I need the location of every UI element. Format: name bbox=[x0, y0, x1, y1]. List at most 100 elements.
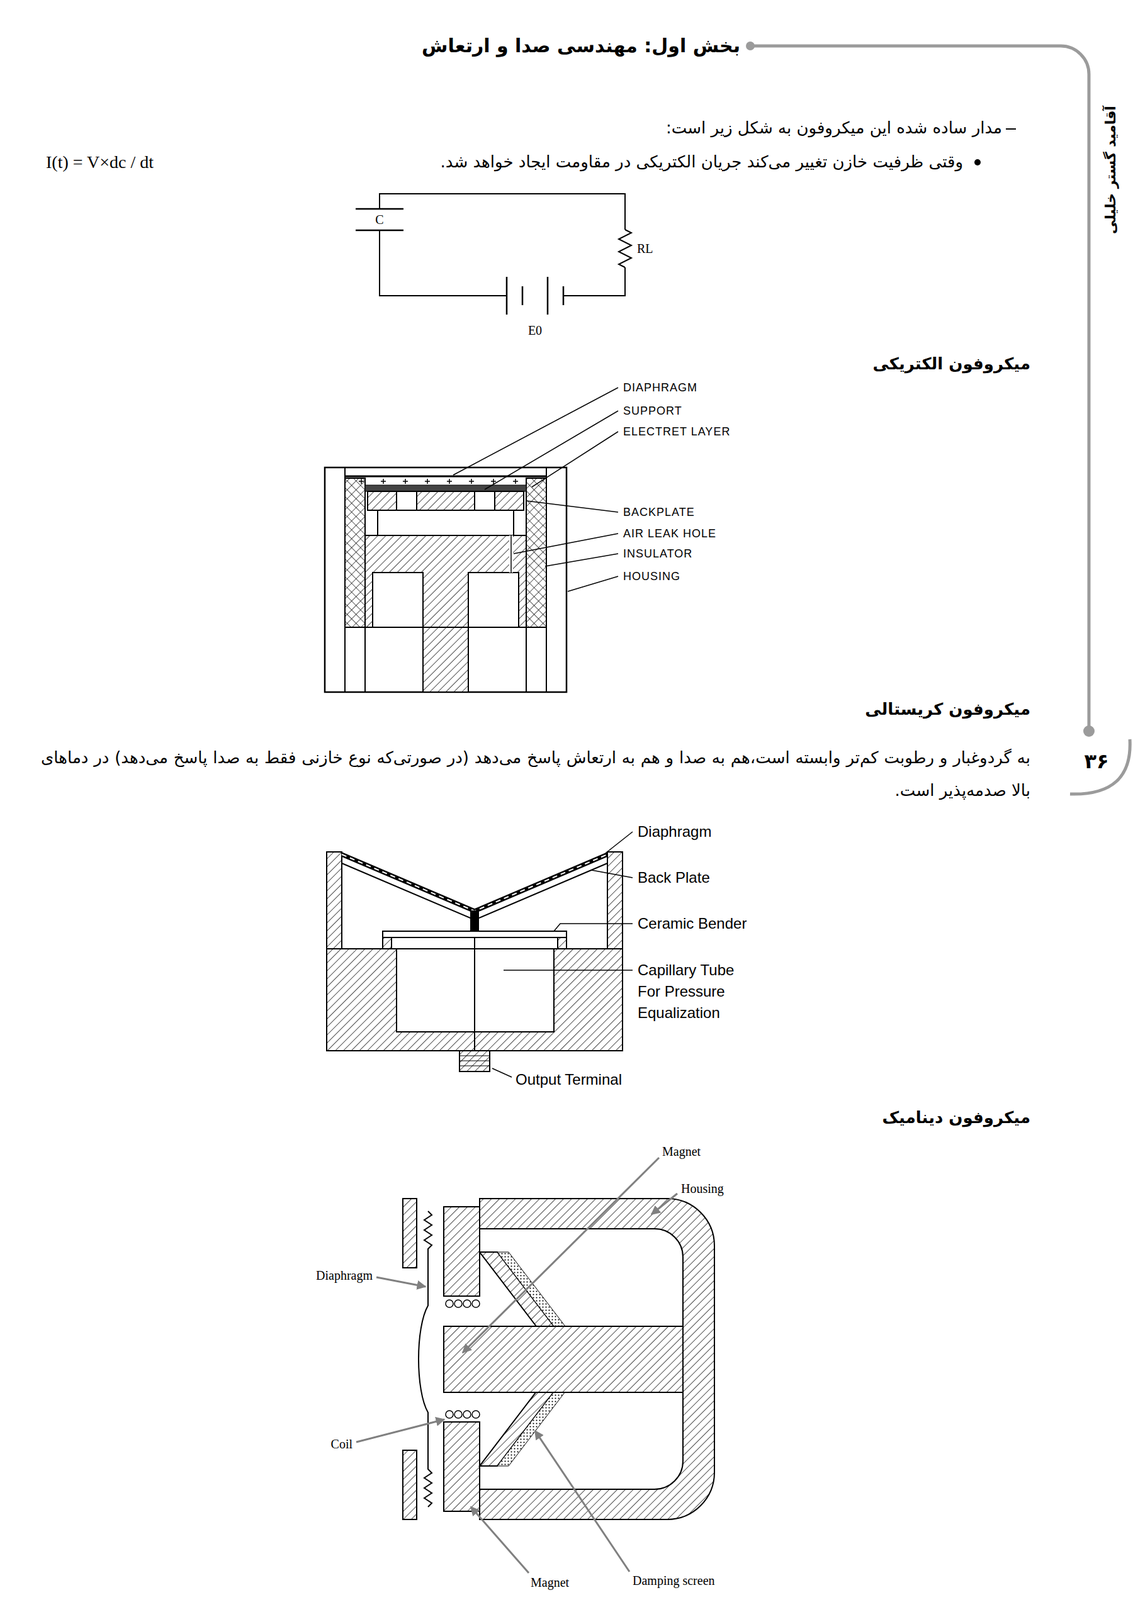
callout-arrow bbox=[376, 1277, 426, 1288]
electret-microphone bbox=[468, 572, 519, 628]
part-label: Coil bbox=[331, 1437, 353, 1453]
part-label: Diaphragm bbox=[315, 1268, 373, 1285]
part-label: Back Plate bbox=[637, 868, 711, 888]
capacitor-symbol bbox=[355, 208, 404, 211]
dynamic-microphone bbox=[402, 1199, 715, 1521]
header-rule bbox=[1070, 739, 1130, 795]
list-item: وقتی ظرفیت خازن تغییر می‌کند جریان الکتر… bbox=[440, 151, 964, 173]
electret-microphone bbox=[377, 510, 514, 536]
leader-line bbox=[591, 870, 633, 879]
crystal-microphone bbox=[341, 854, 608, 912]
dynamic-microphone bbox=[497, 1252, 566, 1327]
leader-line bbox=[484, 411, 619, 490]
part-label: ELECTRET LAYER bbox=[623, 424, 731, 440]
electret-microphone bbox=[474, 491, 495, 511]
body-paragraph: به گردوغبار و رطوبت کم‌تر وابسته است،هم … bbox=[40, 741, 1031, 807]
dynamic-microphone bbox=[445, 1300, 454, 1308]
electret-microphone bbox=[367, 491, 524, 511]
list-marker bbox=[1005, 128, 1016, 130]
leader-line bbox=[492, 1068, 512, 1078]
leader-line bbox=[453, 387, 619, 592]
electret-microphone bbox=[364, 627, 366, 693]
leader-line bbox=[526, 501, 619, 513]
electret-microphone bbox=[358, 479, 364, 485]
electret-microphone bbox=[468, 479, 474, 485]
part-label: Housing bbox=[681, 1181, 724, 1198]
callout-arrow bbox=[651, 1194, 678, 1215]
leader-line bbox=[531, 431, 619, 488]
component-label: E0 bbox=[528, 322, 542, 339]
part-label: SUPPORT bbox=[623, 404, 683, 419]
leader-line bbox=[545, 553, 619, 567]
side-title: آقامید گستر خلیلی bbox=[1102, 105, 1120, 235]
crystal-microphone bbox=[607, 852, 623, 950]
electret-microphone bbox=[344, 478, 366, 628]
dynamic-microphone bbox=[497, 1392, 566, 1467]
callout-arrow bbox=[535, 1431, 630, 1573]
electret-microphone bbox=[424, 479, 430, 485]
electret-microphone bbox=[344, 475, 547, 478]
dynamic-microphone bbox=[445, 1300, 480, 1419]
dynamic-microphone bbox=[454, 1300, 463, 1308]
part-label: Capillary Tube For Pressure Equalization bbox=[637, 959, 748, 1025]
battery-symbol bbox=[521, 286, 524, 306]
list-item: مدار ساده شده این میکروفون به شکل زیر اس… bbox=[665, 117, 1003, 139]
dynamic-microphone bbox=[454, 1411, 463, 1419]
callout-arrow bbox=[356, 1420, 445, 1443]
page-heading: بخش اول: مهندسی صدا و ارتعاش bbox=[421, 33, 741, 58]
leader-line bbox=[492, 832, 633, 1078]
crystal-microphone bbox=[326, 852, 342, 950]
list-marker bbox=[974, 159, 981, 166]
part-label: HOUSING bbox=[623, 569, 681, 585]
formula: I(t) = V×dc / dt bbox=[45, 151, 154, 174]
dynamic-microphone bbox=[443, 1207, 480, 1297]
crystal-microphone bbox=[459, 1051, 490, 1072]
leader-line bbox=[553, 924, 633, 932]
circuit-wire bbox=[379, 193, 626, 296]
part-label: DIAPHRAGM bbox=[623, 380, 698, 396]
electret-microphone bbox=[525, 627, 527, 693]
electret-microphone bbox=[402, 479, 408, 485]
battery-symbol bbox=[506, 276, 564, 315]
component-label: C bbox=[375, 212, 384, 228]
electret-microphone bbox=[365, 485, 527, 492]
capacitor-symbol bbox=[355, 229, 404, 232]
crystal-microphone bbox=[382, 937, 392, 950]
resistor-symbol bbox=[618, 229, 632, 268]
section-heading: میکروفون کریستالی bbox=[864, 699, 1031, 721]
header-rule bbox=[1083, 725, 1095, 738]
leader-line bbox=[513, 533, 619, 554]
electret-microphone bbox=[422, 627, 469, 693]
callout-arrow bbox=[356, 1158, 678, 1574]
electret-microphone bbox=[509, 535, 513, 573]
leader-line bbox=[605, 832, 633, 854]
electret-microphone bbox=[446, 479, 452, 485]
section-heading: میکروفون دینامیک bbox=[881, 1107, 1031, 1129]
leader-line bbox=[503, 969, 633, 972]
part-label: BACKPLATE bbox=[623, 505, 695, 520]
circuit-wire bbox=[379, 230, 507, 296]
dynamic-microphone bbox=[445, 1411, 454, 1419]
dynamic-microphone bbox=[402, 1450, 417, 1521]
crystal-microphone bbox=[557, 937, 567, 950]
battery-symbol bbox=[546, 276, 549, 315]
part-label: Output Terminal bbox=[515, 1070, 622, 1090]
dynamic-microphone bbox=[463, 1411, 471, 1419]
battery-symbol bbox=[506, 276, 508, 315]
dynamic-microphone bbox=[443, 1422, 480, 1512]
electret-microphone bbox=[526, 478, 547, 628]
electret-microphone bbox=[358, 479, 519, 485]
dynamic-microphone bbox=[418, 1211, 432, 1508]
leader-line bbox=[453, 387, 619, 476]
callout-arrow bbox=[470, 1507, 529, 1574]
component-label: RL bbox=[636, 241, 654, 257]
part-label: Damping screen bbox=[632, 1573, 716, 1590]
section-heading: میکروفون الکتریکی bbox=[872, 353, 1031, 375]
circuit-wire bbox=[379, 193, 626, 230]
electret-microphone bbox=[510, 535, 512, 573]
leader-line bbox=[567, 576, 619, 592]
header-rule bbox=[745, 41, 755, 51]
crystal-microphone bbox=[341, 854, 608, 912]
part-label: Diaphragm bbox=[637, 822, 712, 842]
